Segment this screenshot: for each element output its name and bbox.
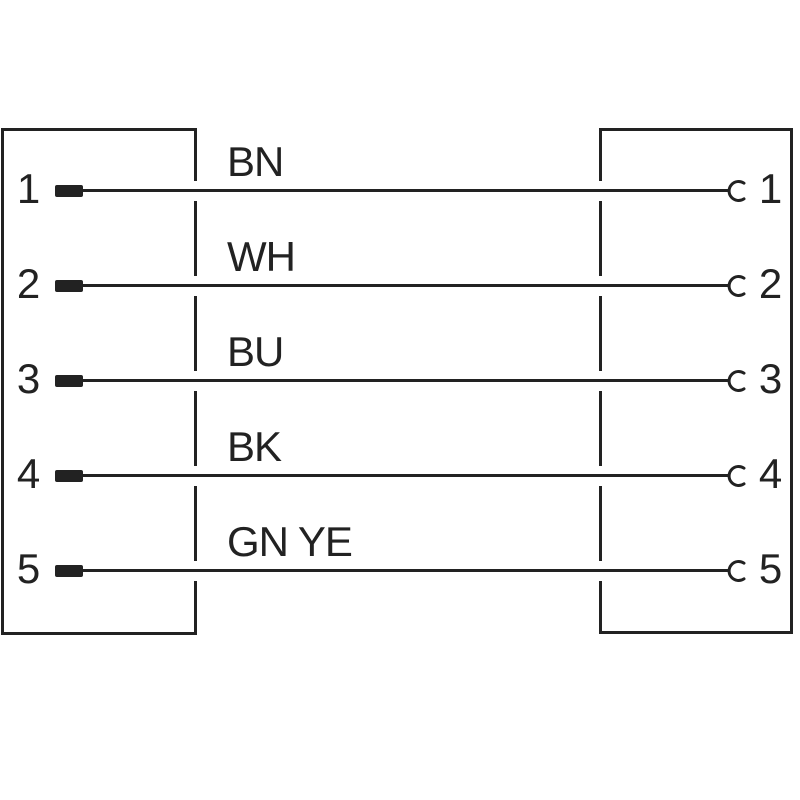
pin-terminal-icon <box>55 470 83 482</box>
wire-color-label: BK <box>227 423 282 470</box>
wire-line <box>83 189 729 192</box>
wire-color-label: WH <box>227 233 296 280</box>
pin-terminal-icon <box>55 565 83 577</box>
wire-line <box>83 569 729 572</box>
right-pin-number: 5 <box>758 545 782 592</box>
pin-terminal-icon <box>55 185 83 197</box>
wire-line <box>83 474 729 477</box>
left-pin-number: 1 <box>16 165 40 212</box>
left-pin-number: 4 <box>16 450 40 497</box>
right-pin-number: 1 <box>758 165 782 212</box>
left-pin-number: 5 <box>16 545 40 592</box>
left-pin-number: 3 <box>16 355 40 402</box>
right-pin-number: 3 <box>758 355 782 402</box>
right-pin-number: 4 <box>758 450 782 497</box>
wire-color-label: BU <box>227 328 284 375</box>
left-pin-number: 2 <box>16 260 40 307</box>
wire-color-label: BN <box>227 138 284 185</box>
wire-color-label: GN YE <box>227 518 353 565</box>
pin-terminal-icon <box>55 375 83 387</box>
right-pin-number: 2 <box>758 260 782 307</box>
wire-line <box>83 379 729 382</box>
wire-line <box>83 284 729 287</box>
pin-terminal-icon <box>55 280 83 292</box>
